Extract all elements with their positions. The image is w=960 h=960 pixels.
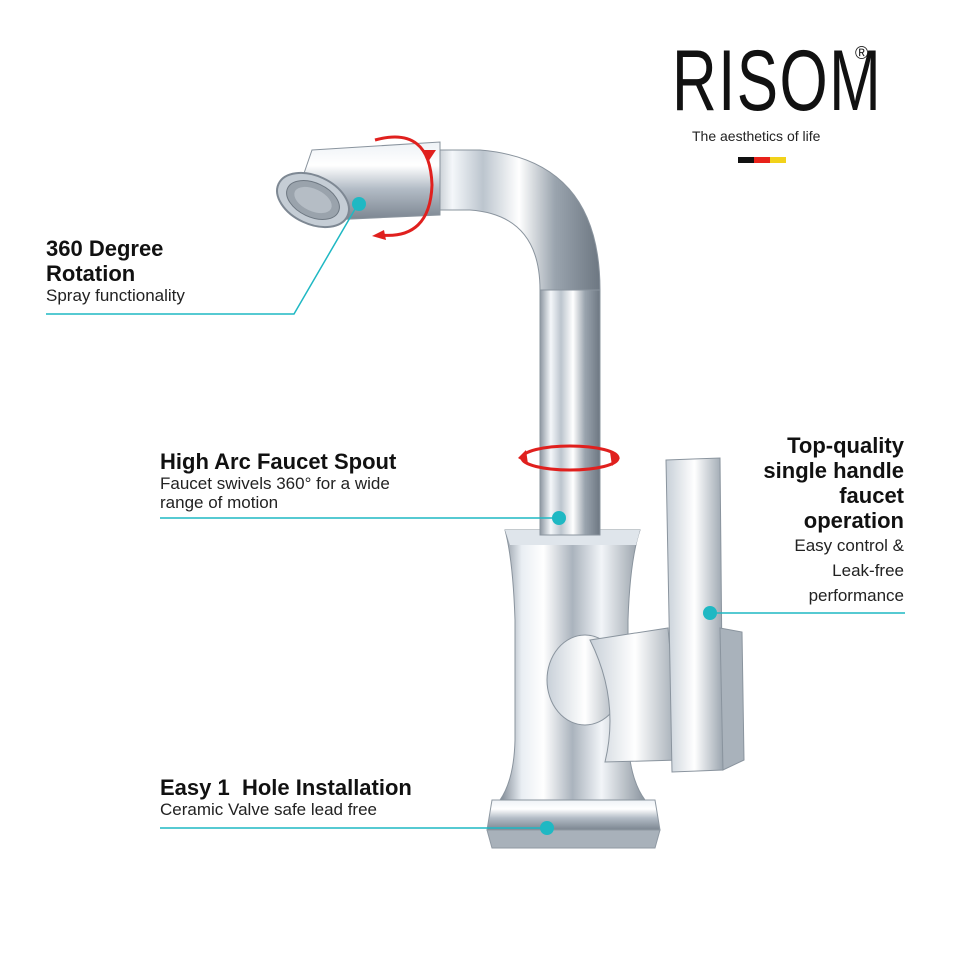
feature-handle-title-line-4: operation (803, 508, 904, 533)
feature-rotation-title-line-1: 360 Degree (46, 236, 164, 261)
feature-spout: High Arc Faucet Spout Faucet swivels 360… (160, 449, 480, 512)
feature-handle-desc-line-3: performance (808, 586, 904, 605)
registered-mark: ® (855, 43, 869, 63)
feature-handle-desc-line-2: Leak-free (832, 561, 904, 580)
feature-spout-desc-line-1: Faucet swivels 360° for a wide (160, 474, 390, 493)
flag-stripe-red (754, 157, 770, 163)
brand-tagline: The aesthetics of life (692, 128, 821, 144)
feature-handle-title-line-2: single handle (763, 458, 904, 483)
feature-spout-desc-line-2: range of motion (160, 493, 279, 512)
feature-handle-title-line-3: faucet (839, 483, 904, 508)
feature-rotation-desc: Spray functionality (46, 286, 185, 305)
feature-handle-title-line-1: Top-quality (787, 433, 904, 458)
feature-rotation: 360 Degree Rotation Spray functionality (46, 236, 306, 305)
rotation-arrow-top (374, 135, 434, 237)
feature-installation-desc: Ceramic Valve safe lead free (160, 800, 378, 819)
feature-spout-title: High Arc Faucet Spout (160, 449, 397, 474)
flag-stripe-black (738, 157, 754, 163)
feature-rotation-title-line-2: Rotation (46, 261, 136, 286)
feature-handle: Top-quality single handle faucet operati… (700, 433, 904, 608)
feature-installation-title: Easy 1 Hole Installation (160, 775, 412, 800)
flag-stripe-yellow (770, 157, 786, 163)
feature-handle-desc-line-1: Easy control & (794, 536, 904, 555)
brand-logo: RISOM (672, 33, 883, 129)
feature-installation: Easy 1 Hole Installation Ceramic Valve s… (160, 775, 500, 819)
